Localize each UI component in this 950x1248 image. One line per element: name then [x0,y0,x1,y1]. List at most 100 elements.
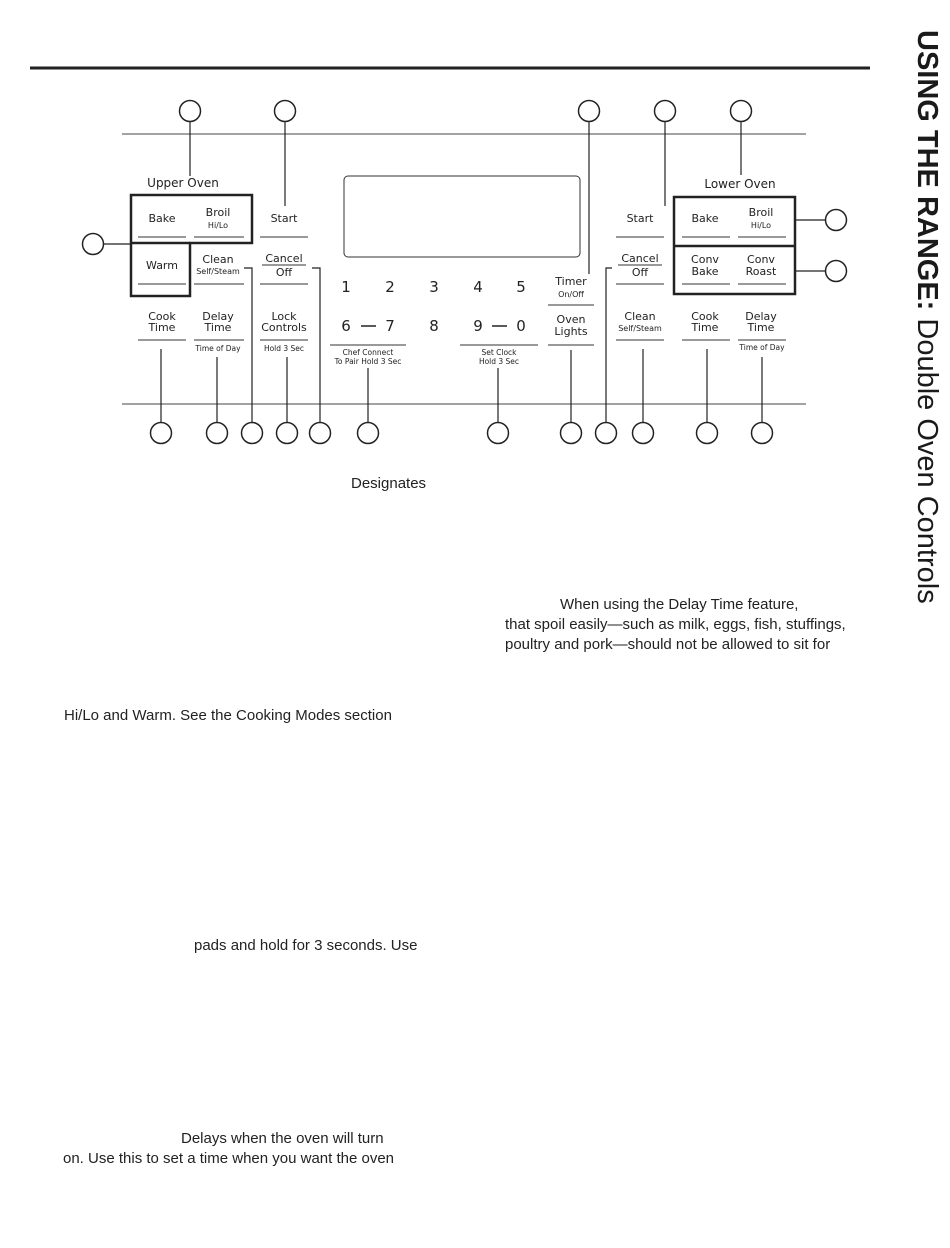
upper-start-key[interactable]: Start [260,212,308,238]
callout-circle [486,421,510,445]
upper-warm-key[interactable]: Warm [138,259,186,285]
svg-text:Hold 3 Sec: Hold 3 Sec [479,357,519,366]
callout-circle [356,421,380,445]
number-pad-row-1[interactable]: 1 2 3 4 5 [341,278,526,296]
control-panel-diagram: Upper Oven Lower Oven Bake Broil Hi/Lo W… [30,66,870,445]
callout-circle [81,232,105,256]
caution-line-2: that spoil easily—such as milk, eggs, fi… [505,616,846,633]
svg-text:Time: Time [747,321,775,334]
callout-circle [205,421,229,445]
pad-4[interactable]: 4 [473,278,483,296]
number-pad-row-2[interactable]: 6 7 8 9 0 [341,317,526,335]
section-side-title: USING THE RANGE: Double Oven Controls [868,30,948,1230]
callout-circle [594,421,618,445]
oven-lights-key[interactable]: Oven Lights [548,313,594,346]
callout-circle [695,421,719,445]
lower-bake-key[interactable]: Bake [682,212,730,238]
svg-text:Cancel: Cancel [621,252,658,265]
lock-controls-key[interactable]: Lock Controls Hold 3 Sec [260,310,308,353]
callout-circle [559,421,583,445]
upper-clean-key[interactable]: Clean Self/Steam [194,253,244,285]
svg-text:Lights: Lights [554,325,587,338]
svg-text:Bake: Bake [148,212,175,225]
side-title-bold: USING THE RANGE: [911,30,943,310]
callout-circle [308,421,332,445]
callout-circle [824,208,848,232]
hilo-warm-text: Hi/Lo and Warm. See the Cooking Modes se… [64,707,392,724]
callout-circle [149,421,173,445]
upper-cancel-off-key[interactable]: Cancel Off [260,252,308,285]
lower-cook-time-key[interactable]: Cook Time [682,310,730,341]
delays-line-1: Delays when the oven will turn [181,1130,384,1147]
lower-oven-label: Lower Oven [704,177,775,191]
svg-text:Self/Steam: Self/Steam [618,324,662,333]
upper-broil-key[interactable]: Broil Hi/Lo [194,206,244,238]
svg-text:Time: Time [148,321,176,334]
upper-bake-key[interactable]: Bake [138,212,186,238]
callout-circle [178,99,202,123]
svg-text:Roast: Roast [746,265,777,278]
callout-circle [729,99,753,123]
upper-cook-time-key[interactable]: Cook Time [138,310,186,341]
pad-6[interactable]: 6 [341,317,351,335]
svg-text:Self/Steam: Self/Steam [196,267,240,276]
svg-text:Set Clock: Set Clock [481,348,517,357]
pad-7[interactable]: 7 [385,317,395,335]
lower-clean-key[interactable]: Clean Self/Steam [616,310,664,341]
pad-5[interactable]: 5 [516,278,526,296]
pad-9[interactable]: 9 [473,317,483,335]
pads-hold-text: pads and hold for 3 seconds. Use [194,937,418,954]
pad-2[interactable]: 2 [385,278,395,296]
callout-circle [653,99,677,123]
lower-delay-time-key[interactable]: Delay Time Time of Day [738,310,786,352]
svg-text:Broil: Broil [206,206,231,219]
svg-text:Off: Off [632,266,649,279]
designates-text: Designates [351,475,427,492]
svg-text:Bake: Bake [691,265,718,278]
callout-circles [81,99,848,445]
svg-text:Clean: Clean [202,253,233,266]
svg-text:Cook: Cook [148,310,176,323]
upper-delay-time-key[interactable]: Delay Time Time of Day [194,310,244,353]
pad-8[interactable]: 8 [429,317,439,335]
delays-line-2: on. Use this to set a time when you want… [63,1150,395,1167]
svg-text:Bake: Bake [691,212,718,225]
conv-bake-key[interactable]: Conv Bake [682,253,730,285]
upper-oven-outline [129,193,254,298]
lower-broil-key[interactable]: Broil Hi/Lo [738,206,786,238]
svg-text:Time of Day: Time of Day [194,344,241,353]
callout-circle [824,259,848,283]
svg-text:USING THE RANGE: Double Oven C: USING THE RANGE: Double Oven Controls [911,30,943,604]
callout-leaders [104,121,825,422]
pad-3[interactable]: 3 [429,278,439,296]
svg-text:Time of Day: Time of Day [738,343,785,352]
callout-circle [750,421,774,445]
svg-text:Time: Time [204,321,232,334]
svg-text:Timer: Timer [554,275,587,288]
svg-text:Start: Start [627,212,655,225]
upper-oven-label: Upper Oven [147,176,219,190]
svg-text:Controls: Controls [261,321,307,334]
svg-text:Time: Time [691,321,719,334]
caution-line-1: When using the Delay Time feature, [560,596,799,613]
svg-text:Delay: Delay [202,310,234,323]
svg-text:Clean: Clean [624,310,655,323]
pad-0[interactable]: 0 [516,317,526,335]
svg-text:Lock: Lock [271,310,297,323]
lower-cancel-off-key[interactable]: Cancel Off [616,252,664,285]
lower-start-key[interactable]: Start [616,212,664,238]
svg-text:Delay: Delay [745,310,777,323]
svg-text:To Pair Hold 3 Sec: To Pair Hold 3 Sec [334,357,402,366]
svg-text:Chef Connect: Chef Connect [343,348,394,357]
set-clock-label: Set Clock Hold 3 Sec [460,344,538,366]
conv-roast-key[interactable]: Conv Roast [738,253,786,285]
pad-1[interactable]: 1 [341,278,351,296]
svg-text:Conv: Conv [691,253,719,266]
caution-line-3: poultry and pork—should not be allowed t… [505,636,831,653]
callout-circle [631,421,655,445]
svg-text:Hi/Lo: Hi/Lo [751,221,771,230]
display-window [343,175,581,258]
timer-key[interactable]: Timer On/Off [548,275,594,306]
callout-circle [275,421,299,445]
svg-text:Cook: Cook [691,310,719,323]
